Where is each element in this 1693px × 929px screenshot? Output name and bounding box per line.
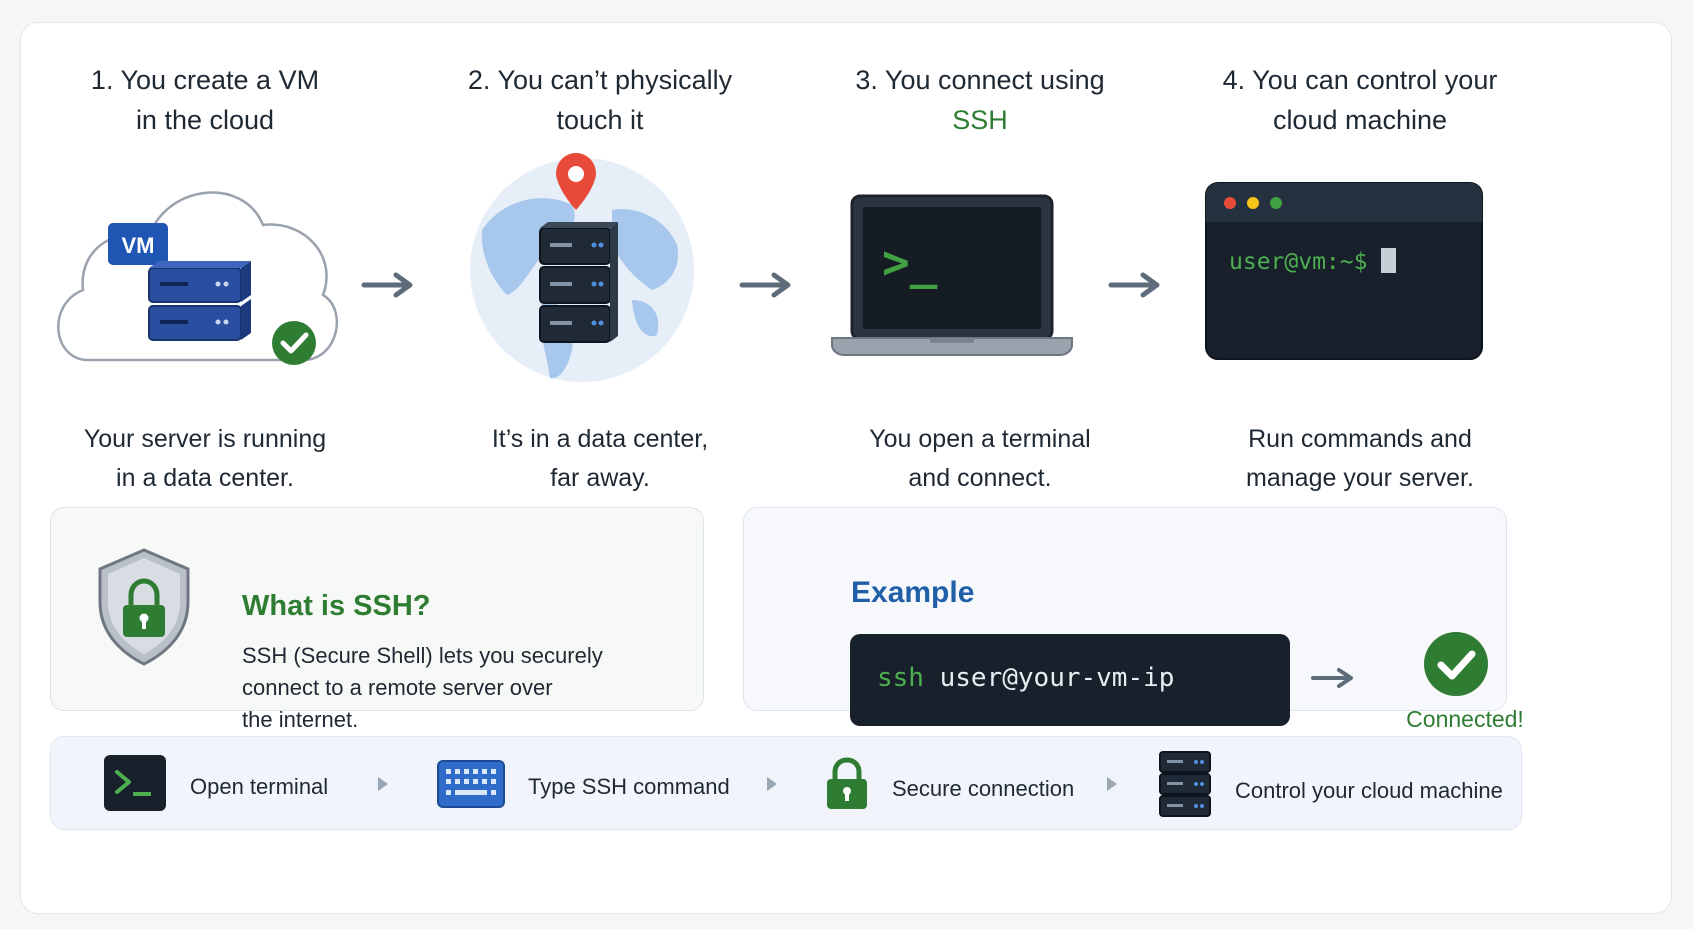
step-3-title: 3. You connect using SSH xyxy=(800,60,1160,140)
ssh-info-line1: SSH (Secure Shell) lets you securely xyxy=(242,643,603,668)
maximize-dot-icon xyxy=(1270,197,1282,209)
step-2-desc-line1: It’s in a data center, xyxy=(491,425,709,453)
vm-badge-label: VM xyxy=(122,233,155,258)
step-3-desc-line1: You open a terminal xyxy=(869,425,1091,453)
chevron-right-icon xyxy=(767,777,777,791)
ssh-info-body: SSH (Secure Shell) lets you securely con… xyxy=(242,640,642,736)
location-pin-icon xyxy=(556,153,596,210)
arrow-icon xyxy=(1108,272,1160,298)
step-4-title: 4. You can control your cloud machine xyxy=(1180,60,1540,140)
vm-badge xyxy=(108,223,168,265)
step-4-desc-line2: manage your server. xyxy=(1246,464,1474,492)
chevron-right-icon xyxy=(1107,777,1117,791)
ssh-info-line2: connect to a remote server over xyxy=(242,675,553,700)
cursor-icon xyxy=(1381,248,1396,273)
laptop-illustration: >_ xyxy=(831,194,1073,356)
globe-illustration xyxy=(470,153,694,382)
step-3-desc-line2: and connect. xyxy=(908,464,1052,492)
step-4-title-line2: cloud machine xyxy=(1272,105,1448,135)
arrow-icon xyxy=(739,272,791,298)
check-icon xyxy=(272,321,316,365)
step-1-title: 1. You create a VM in the cloud xyxy=(25,60,385,140)
step-2-title: 2. You can’t physically touch it xyxy=(420,60,780,140)
strip-label-open-terminal: Open terminal xyxy=(190,774,329,799)
terminal-window-illustration: user@vm:~$ xyxy=(1205,182,1483,360)
laptop-icon xyxy=(831,194,1073,356)
step-4-title-line1: 4. You can control your xyxy=(1222,65,1498,95)
step-1-desc-line1: Your server is running xyxy=(83,425,327,453)
example-title: Example xyxy=(851,576,975,609)
ssh-info-title: What is SSH? xyxy=(242,590,431,622)
terminal-prompt-text: user@vm:~$ xyxy=(1229,249,1367,275)
check-circle-icon xyxy=(1424,632,1488,696)
step-2-title-line2: touch it xyxy=(556,105,644,135)
step-2-desc-line2: far away. xyxy=(550,464,650,492)
ssh-info-line3: the internet. xyxy=(242,707,359,732)
strip-label-control-cloud-machine: Control your cloud machine xyxy=(1235,778,1503,803)
connected-label: Connected! xyxy=(1406,706,1524,732)
strip-label-secure-connection: Secure connection xyxy=(892,776,1075,801)
step-4-description: Run commands and manage your server. xyxy=(1180,420,1540,498)
step-1-title-line2: in the cloud xyxy=(135,105,275,135)
server-icon xyxy=(1159,751,1211,817)
command-text: ssh user@your-vm-ip xyxy=(877,663,1174,693)
arrow-icon xyxy=(361,272,413,298)
step-3-title-ssh: SSH xyxy=(952,105,1008,135)
step-2-title-line1: 2. You can’t physically xyxy=(467,65,733,95)
lock-icon xyxy=(827,757,867,809)
steps-strip xyxy=(50,736,1522,830)
step-4-desc-line1: Run commands and xyxy=(1248,425,1472,453)
step-1-description: Your server is running in a data center. xyxy=(25,420,385,498)
command-keyword: ssh xyxy=(877,663,924,693)
keyboard-icon xyxy=(437,760,505,808)
terminal-icon xyxy=(104,755,166,811)
chevron-right-icon xyxy=(378,777,388,791)
command-box: ssh user@your-vm-ip xyxy=(850,634,1290,726)
arrow-icon xyxy=(1311,668,1353,688)
server-rack-icon xyxy=(539,222,618,343)
shield-lock-icon xyxy=(98,548,190,666)
terminal-prompt-icon: >_ xyxy=(882,235,938,289)
command-argument: user@your-vm-ip xyxy=(923,663,1175,693)
minimize-dot-icon xyxy=(1247,197,1259,209)
step-3-description: You open a terminal and connect. xyxy=(800,420,1160,498)
step-2-description: It’s in a data center, far away. xyxy=(420,420,780,498)
server-icon xyxy=(148,261,251,341)
close-dot-icon xyxy=(1224,197,1236,209)
step-1-desc-line2: in a data center. xyxy=(116,464,294,492)
step-1-title-line1: 1. You create a VM xyxy=(90,65,320,95)
cloud-vm-illustration: VM xyxy=(57,191,339,365)
step-3-title-line1: 3. You connect using xyxy=(855,65,1105,95)
strip-label-type-ssh-command: Type SSH command xyxy=(528,774,730,799)
